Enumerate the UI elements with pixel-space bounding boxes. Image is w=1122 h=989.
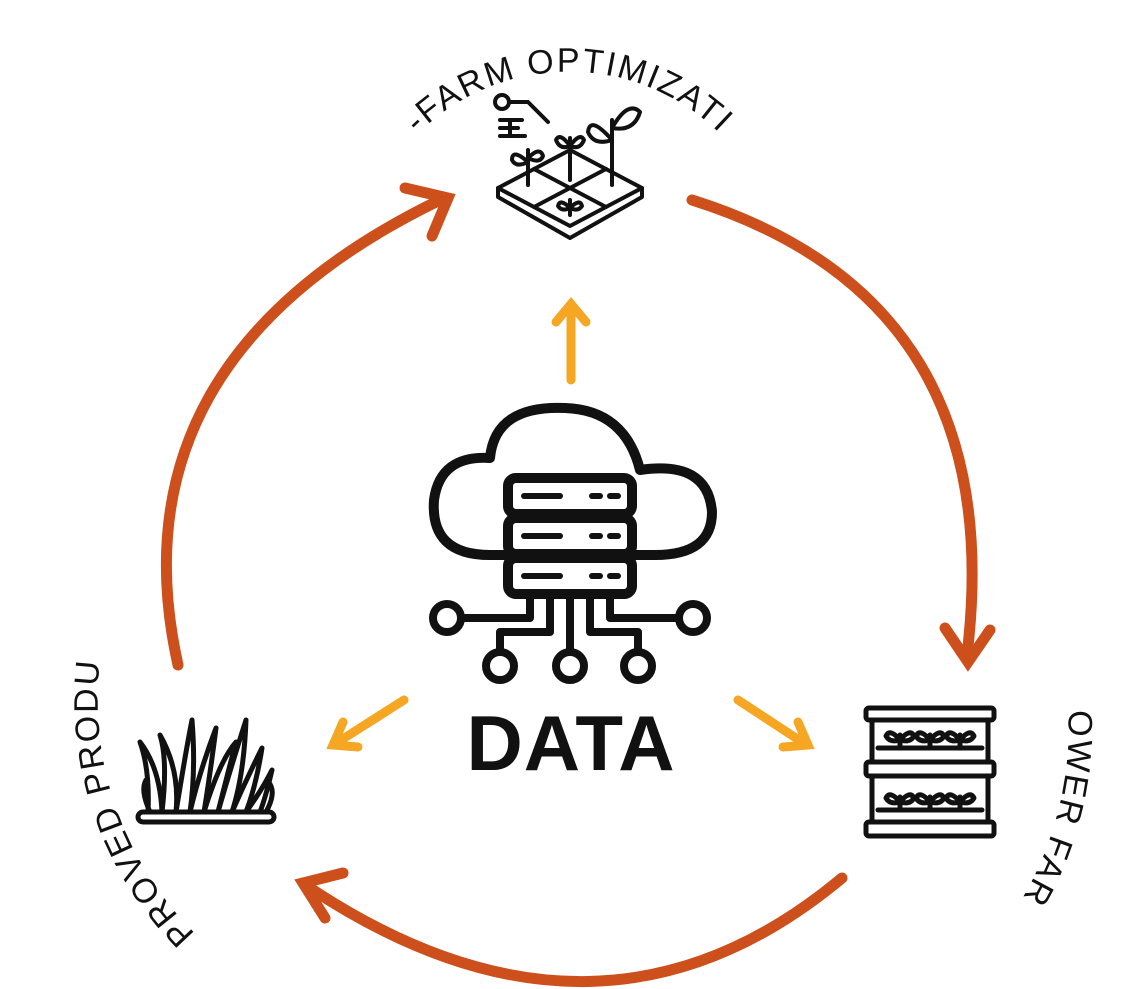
network-node-left xyxy=(429,600,465,636)
tower-plants-lower xyxy=(883,792,977,813)
network-lines xyxy=(429,590,711,684)
center-label-data: DATA xyxy=(466,699,675,787)
cycle-arrows xyxy=(160,182,996,988)
plant-right xyxy=(586,106,642,187)
sprout-left xyxy=(510,148,545,187)
data-arrow-right xyxy=(733,695,807,747)
arrowhead-right xyxy=(939,622,996,672)
data-arrows xyxy=(326,296,815,752)
data-arrow-left xyxy=(333,695,409,747)
cloud-icon xyxy=(428,402,717,560)
sprout-bottom xyxy=(556,198,584,217)
grass-icon xyxy=(135,717,277,825)
vertical-tower-farm-icon xyxy=(863,705,997,839)
cycle-arrow-left-to-top xyxy=(160,194,446,671)
sensor-dot-icon xyxy=(493,93,511,111)
tower-plants-upper xyxy=(883,730,977,751)
network-node-bottom-center xyxy=(552,648,588,684)
smart-field-plants-icon xyxy=(493,93,644,240)
cycle-arrow-right-to-left xyxy=(304,872,848,988)
label-on-farm-optimization: ON-FARM OPTIMIZATION xyxy=(0,0,741,140)
data-arrow-up-head xyxy=(551,296,591,327)
network-node-right xyxy=(675,600,711,636)
arrowhead-left xyxy=(294,867,349,924)
network-node-bottom-right xyxy=(620,648,656,684)
cycle-arrow-top-to-right xyxy=(686,194,978,661)
arrowhead-top xyxy=(399,182,456,242)
sprout-center xyxy=(554,135,586,182)
data-arrow-left-head xyxy=(326,717,363,752)
data-arrow-right-head xyxy=(778,717,815,752)
cloud-server-network-icon xyxy=(428,402,717,684)
network-node-bottom-left xyxy=(482,648,518,684)
